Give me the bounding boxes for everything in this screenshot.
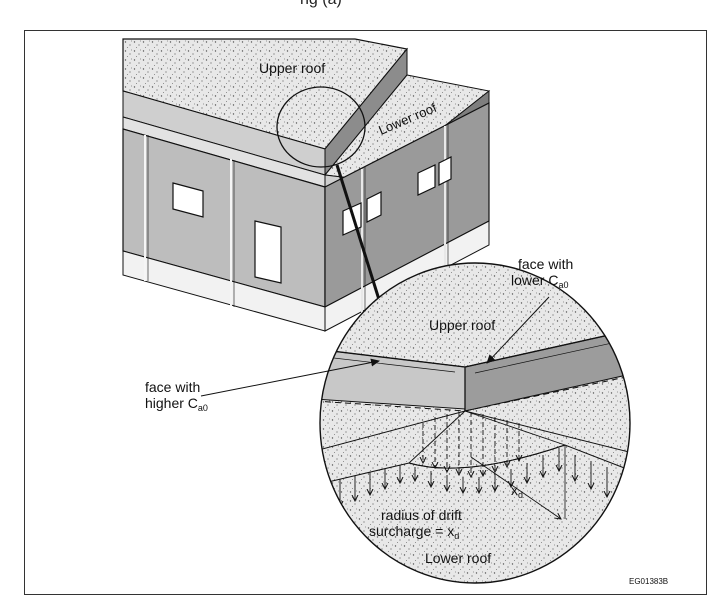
figure-frame: Upper roof Lower roof xyxy=(24,30,707,595)
drift-diagram: Upper roof Lower roof xyxy=(25,31,706,594)
upper-roof-label: Upper roof xyxy=(259,60,325,76)
upper-roof-detail-label: Upper roof xyxy=(429,317,495,333)
face-higher-label-2: higher Ca0 xyxy=(145,395,208,413)
face-higher-label-1: face with xyxy=(145,379,200,395)
radius-label-2: surcharge = xd xyxy=(369,523,459,541)
radius-label-1: radius of drift xyxy=(381,507,462,523)
top-caption: ng (a) xyxy=(0,0,723,14)
caption-text: ng (a) xyxy=(300,0,342,9)
face-lower-label-2: lower Ca0 xyxy=(511,272,568,290)
figure-code: EG01383B xyxy=(629,577,668,586)
door-front xyxy=(255,221,281,283)
lower-roof-detail-label: Lower roof xyxy=(425,550,491,566)
face-lower-label-1: face with xyxy=(518,256,573,272)
